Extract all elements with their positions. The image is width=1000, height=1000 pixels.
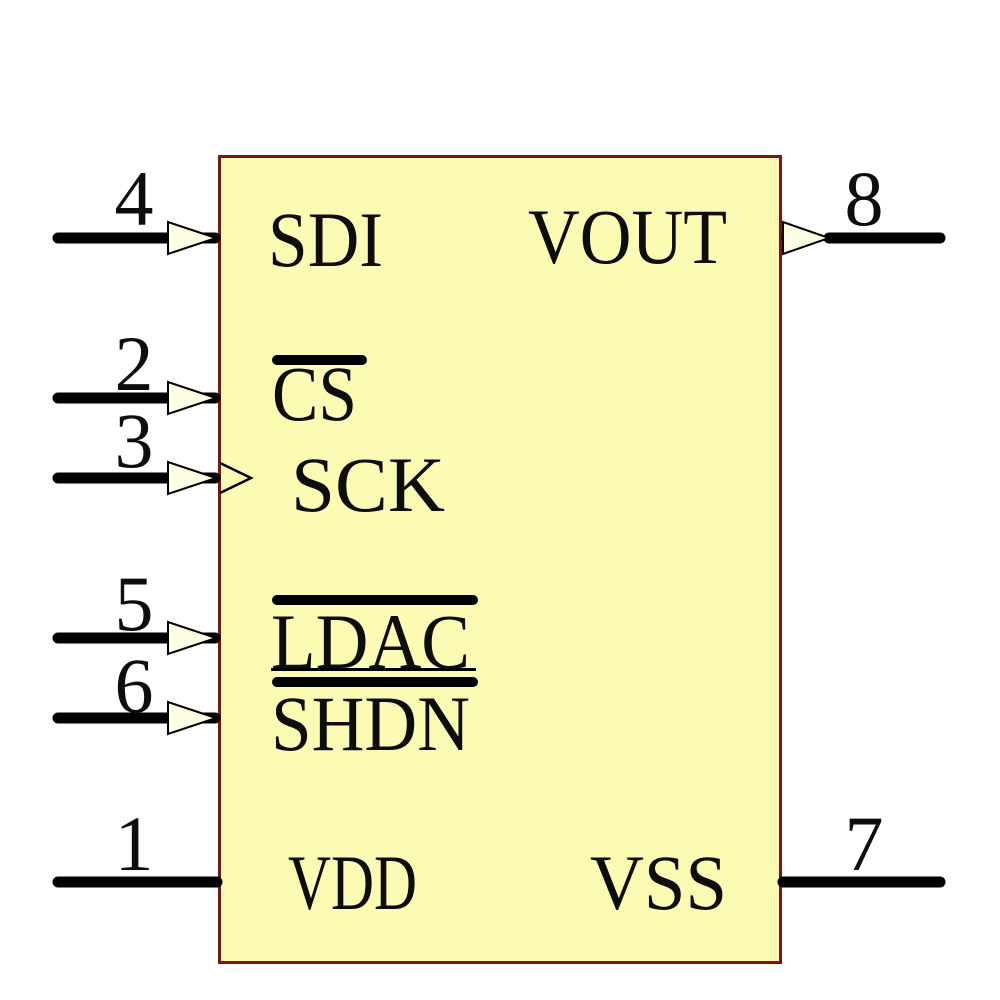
pin-label-vout: VOUT — [528, 193, 727, 280]
input-arrow-icon — [167, 220, 220, 256]
pin-cs[interactable]: 2 CS — [52, 320, 367, 437]
pin-vout[interactable]: 8 VOUT — [528, 155, 946, 280]
pin-vdd[interactable]: 1 VDD — [52, 800, 417, 926]
pin-shdn[interactable]: 6 SHDN — [52, 642, 478, 767]
pin-label-ldac: LDAC — [271, 598, 470, 685]
input-arrow-icon — [167, 380, 220, 416]
pin-vss[interactable]: 7 VSS — [590, 800, 946, 926]
pin-label-vdd: VDD — [288, 839, 417, 926]
pin-number: 4 — [115, 155, 154, 242]
pin-sck[interactable]: 3 SCK — [52, 397, 445, 528]
pin-number: 7 — [845, 800, 884, 887]
pin-label-cs: CS — [272, 350, 357, 437]
pin-label-shdn: SHDN — [271, 680, 470, 767]
ic-body[interactable] — [218, 155, 782, 964]
pin-number: 6 — [115, 642, 154, 729]
pin-number: 8 — [845, 155, 884, 242]
clock-chevron-icon — [219, 461, 254, 495]
input-arrow-icon — [167, 700, 220, 736]
pin-label-sdi: SDI — [268, 196, 383, 283]
pin-sdi[interactable]: 4 SDI — [52, 155, 383, 283]
pin-label-sck: SCK — [291, 441, 445, 528]
input-arrow-icon — [167, 460, 220, 496]
pin-number: 3 — [115, 397, 154, 484]
pin-number: 5 — [115, 560, 154, 647]
pin-number: 1 — [115, 800, 154, 887]
output-arrow-icon — [782, 220, 833, 256]
pin-ldac[interactable]: 5 LDAC — [52, 560, 478, 685]
pin-label-vss: VSS — [590, 839, 727, 926]
pin-number: 2 — [115, 320, 154, 407]
input-arrow-icon — [167, 620, 220, 656]
